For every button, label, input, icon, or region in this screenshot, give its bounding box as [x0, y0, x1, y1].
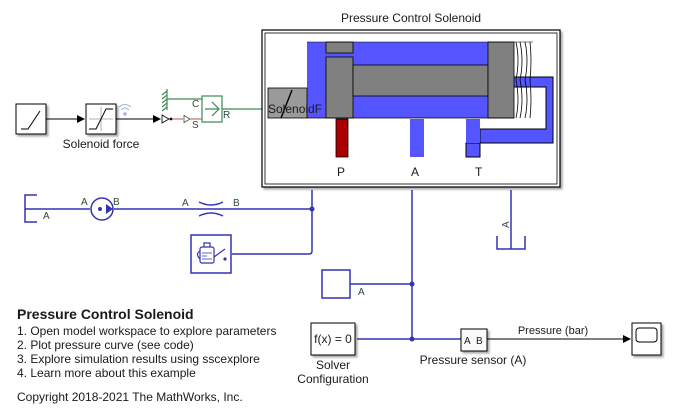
port-t-label: T — [475, 165, 483, 179]
sensor-port-a: A — [464, 336, 471, 347]
cap-port: A — [358, 287, 365, 298]
annotation-title: Pressure Control Solenoid — [17, 306, 194, 322]
junction-dot — [409, 281, 415, 287]
orifice-block[interactable] — [198, 201, 224, 217]
annotation-link-workspace[interactable]: 1. Open model workspace to explore param… — [17, 324, 277, 338]
orifice-port-a: A — [182, 198, 189, 209]
signal-wireless-icon — [118, 104, 132, 116]
saturation-icon — [89, 107, 113, 131]
hydraulic-cap-block[interactable] — [321, 269, 351, 299]
junction-dot — [309, 206, 315, 212]
tank-right-icon[interactable] — [496, 236, 526, 250]
valve-title: Pressure Control Solenoid — [341, 11, 481, 25]
port-c-label: C — [192, 99, 199, 110]
ps-input-port-icon — [183, 114, 191, 124]
scope-block[interactable] — [631, 322, 662, 356]
pressure-signal-label: Pressure (bar) — [518, 325, 588, 337]
solver-label-line1: Solver — [316, 358, 350, 372]
port-r-label: R — [223, 110, 230, 121]
spring-icon — [515, 41, 532, 119]
annotation-link-sscexplore[interactable]: 3. Explore simulation results using ssce… — [17, 352, 260, 366]
tank-right-port: A — [501, 221, 512, 228]
solenoid-force-label: Solenoid force — [63, 137, 140, 151]
force-arrow-icon — [205, 101, 220, 117]
port-s-label: S — [192, 120, 199, 131]
junction-dot — [409, 336, 415, 342]
solver-text: f(x) = 0 — [314, 332, 352, 346]
model-annotation: Pressure Control Solenoid 1. Open model … — [17, 306, 276, 404]
valve-animation — [267, 41, 554, 158]
scope-screen-icon — [635, 327, 658, 343]
pressure-sensor-label: Pressure sensor (A) — [420, 353, 527, 367]
pump-center-dot — [98, 207, 102, 211]
pressure-sensor-block[interactable] — [460, 328, 488, 352]
annotation-link-learn-more[interactable]: 4. Learn more about this example — [17, 366, 196, 380]
solver-label-line2: Configuration — [297, 372, 368, 386]
pump-port-b: B — [113, 197, 120, 208]
pump-port-a: A — [81, 197, 88, 208]
reservoir-left-icon[interactable] — [24, 194, 37, 223]
solver-configuration-block[interactable] — [310, 322, 356, 356]
solenoid-input-label: SolenoidF — [268, 102, 322, 116]
fluid-properties-block[interactable] — [190, 234, 232, 274]
ramp-block[interactable] — [15, 103, 47, 135]
port-a-label: A — [411, 165, 419, 179]
copyright-text: Copyright 2018-2021 The MathWorks, Inc. — [17, 390, 243, 404]
mechanical-reference-icon[interactable] — [161, 89, 168, 112]
orifice-port-b: B — [233, 198, 240, 209]
sensor-port-b: B — [476, 336, 483, 347]
annotation-link-plot[interactable]: 2. Plot pressure curve (see code) — [17, 338, 194, 352]
reservoir-left-port: A — [43, 211, 50, 222]
port-p-label: P — [337, 165, 345, 179]
pump-arrow-icon — [106, 204, 113, 214]
simulink-ps-converter[interactable] — [161, 114, 173, 124]
ramp-icon — [21, 110, 41, 130]
oil-can-icon — [196, 242, 227, 264]
line-fluid-to-junction[interactable] — [232, 209, 313, 255]
pump-block[interactable] — [90, 197, 114, 221]
ideal-force-source[interactable] — [201, 95, 223, 123]
